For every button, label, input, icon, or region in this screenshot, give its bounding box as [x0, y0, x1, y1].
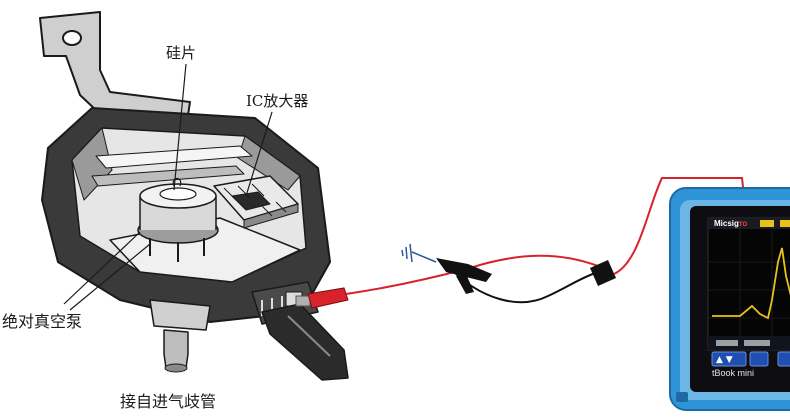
scope-lead-wire	[613, 177, 745, 275]
map-sensor	[39, 11, 349, 381]
scope-trace	[712, 247, 790, 320]
red-probe-sleeve	[307, 287, 349, 309]
pump-pointer-2	[69, 243, 151, 311]
scope-model-label: tBook mini	[712, 368, 755, 378]
bnc-connector	[590, 260, 616, 286]
harness-cable	[261, 303, 349, 381]
silicon-chip	[137, 177, 219, 262]
vacuum-port	[149, 299, 211, 331]
scope-button-menu[interactable]	[749, 351, 769, 367]
probe-tip	[295, 295, 311, 307]
label-chip: 硅片	[166, 44, 197, 62]
scope-button-run[interactable]	[777, 351, 790, 367]
ic-pointer	[245, 111, 273, 197]
scope-screen	[707, 217, 790, 351]
label-ic-amplifier: IC放大器	[246, 92, 309, 110]
oscilloscope: ▲ ▼	[669, 187, 790, 411]
alligator-clip	[436, 258, 492, 282]
bracket-hole	[62, 30, 82, 46]
chip-pointer	[173, 63, 187, 191]
label-vacuum-pump: 绝对真空泵	[2, 312, 83, 331]
vacuum-nipple	[163, 329, 189, 369]
ground-wire	[447, 265, 599, 304]
svg-text:▲ ▼: ▲ ▼	[716, 355, 733, 365]
ground-symbol-icon	[401, 243, 437, 263]
scope-brand: MicsigTO	[714, 219, 748, 228]
pump-pointer-1	[63, 231, 141, 305]
label-manifold: 接自进气歧管	[120, 392, 217, 411]
ic-amplifier-board	[213, 175, 299, 229]
probe-assembly	[295, 177, 745, 309]
scope-button-arrows[interactable]	[711, 351, 747, 367]
